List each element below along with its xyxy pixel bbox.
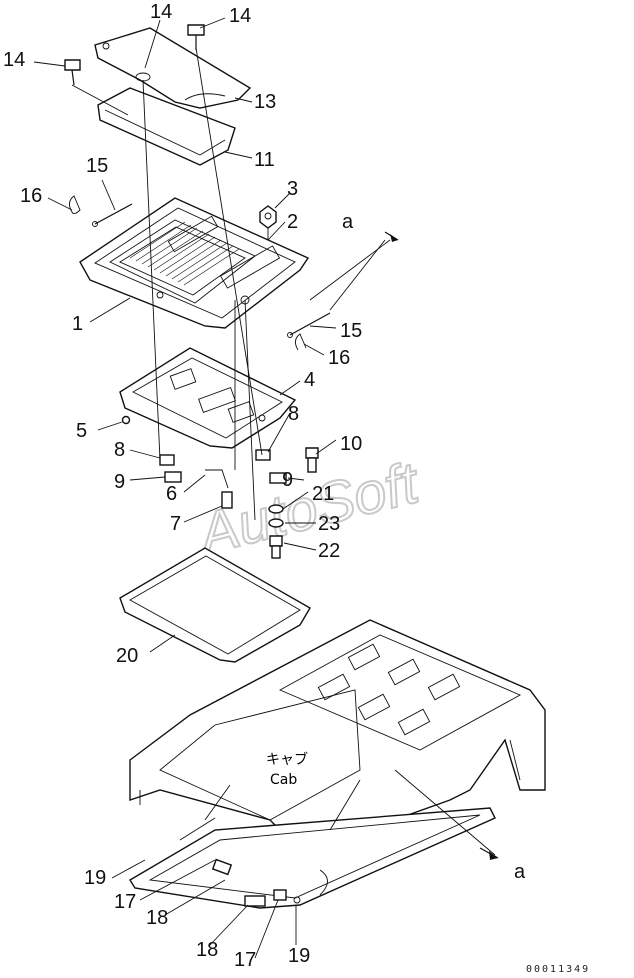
callout-7: 7 <box>170 513 181 535</box>
callout-5: 5 <box>76 420 87 442</box>
cover-plate-part-13 <box>94 27 252 109</box>
seal-part-20 <box>119 547 311 663</box>
callout-21: 21 <box>312 483 334 505</box>
callout-12: 14 <box>150 1 172 23</box>
callout-23: 23 <box>318 513 340 535</box>
callout-18-bottom: 18 <box>196 939 218 961</box>
callout-3: 3 <box>287 178 298 200</box>
callout-14-top: 14 <box>229 5 251 27</box>
assembly-leader-lines <box>71 47 391 521</box>
callout-19-bottom: 19 <box>288 945 310 967</box>
callout-17-left: 17 <box>114 891 136 913</box>
cab-label-jp: キャブ <box>266 751 308 768</box>
ref-marker-a-top: a <box>342 211 354 233</box>
cab-label-en: Cab <box>270 772 297 788</box>
callout-1: 1 <box>72 313 83 335</box>
callout-10: 10 <box>340 433 362 455</box>
callout-16-left: 16 <box>20 185 42 207</box>
callout-8-left: 8 <box>114 439 125 461</box>
callout-6: 6 <box>166 483 177 505</box>
callout-22: 22 <box>318 540 340 562</box>
callout-15-top: 15 <box>86 155 108 177</box>
callout-19-left: 19 <box>84 867 106 889</box>
callout-15-right: 15 <box>340 320 362 342</box>
callout-8-right: 8 <box>288 403 299 425</box>
callout-9-left: 9 <box>114 471 125 493</box>
callout-9-right: 9 <box>282 469 293 491</box>
callout-16-right: 16 <box>328 347 350 369</box>
callout-4: 4 <box>304 369 315 391</box>
callout-labels: 14 14 14 13 11 15 16 3 2 1 15 16 4 8 5 1… <box>3 1 590 975</box>
cab-roof <box>129 239 546 909</box>
callout-leaders <box>33 17 337 959</box>
pad-part-11 <box>97 87 236 166</box>
ref-arrows <box>384 231 499 860</box>
inner-trim-part-4 <box>119 347 297 449</box>
callout-13: 13 <box>254 91 276 113</box>
hatch-frame-part-1 <box>79 197 310 329</box>
ref-marker-a-bottom: a <box>514 861 526 883</box>
callout-18-left: 18 <box>146 907 168 929</box>
hardware <box>64 24 331 559</box>
callout-17-bottom: 17 <box>234 949 256 971</box>
callout-14-left: 14 <box>3 49 25 71</box>
callout-2: 2 <box>287 211 298 233</box>
callout-11: 11 <box>254 149 275 171</box>
drawing-code: 00011349 <box>526 964 590 975</box>
callout-20: 20 <box>116 645 138 667</box>
